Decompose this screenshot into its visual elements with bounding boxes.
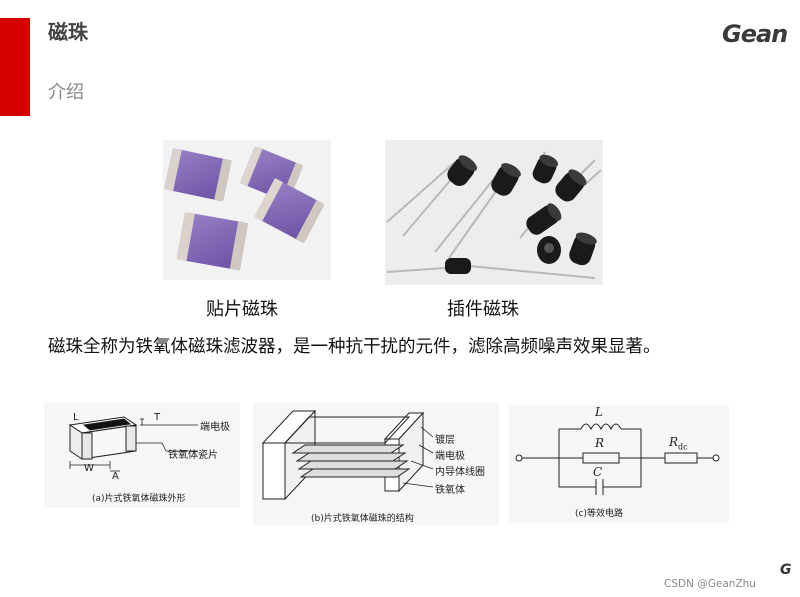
figure-c-equivalent-circuit: L R C Rdc (c)等效电路 bbox=[509, 405, 729, 523]
rdc-main: R bbox=[669, 435, 679, 449]
rdc-subscript: dc bbox=[678, 442, 688, 452]
figure-b-chip-structure: 镀层 端电极 内导体线圈 铁氧体 (b)片式铁氧体磁珠的结构 bbox=[253, 403, 499, 525]
logo-text: Gean bbox=[722, 20, 788, 48]
smd-bead-photo bbox=[163, 140, 331, 280]
dim-T-label: T bbox=[154, 412, 161, 423]
gean-logo: Gean bbox=[722, 20, 790, 50]
figure-c-caption: (c)等效电路 bbox=[575, 509, 623, 519]
through-hole-bead-caption: 插件磁珠 bbox=[447, 299, 519, 320]
capacitor-C-label: C bbox=[593, 465, 603, 479]
smd-bead-caption: 贴片磁珠 bbox=[206, 299, 278, 320]
resistor-R-label: R bbox=[595, 436, 605, 450]
smd-beads-illustration bbox=[164, 146, 325, 271]
figure-a-chip-shape: L T W A 端电极 铁氧体瓷片 (a)片式铁氧体磁珠外形 bbox=[44, 403, 240, 508]
terminal-electrode-label: 端电极 bbox=[200, 422, 230, 433]
inductor-L-label: L bbox=[595, 405, 603, 419]
ferrite-label: 铁氧体 bbox=[435, 485, 465, 496]
plating-label: 镀层 bbox=[435, 435, 455, 446]
through-hole-bead-photo bbox=[385, 140, 603, 285]
through-hole-beads-illustration bbox=[386, 151, 602, 279]
slide-title: 磁珠 bbox=[48, 20, 88, 44]
slide-subtitle: 介绍 bbox=[48, 82, 84, 103]
equivalent-circuit-drawing bbox=[515, 423, 720, 495]
dim-L-label: L bbox=[73, 412, 79, 423]
inner-coil-label: 内导体线圈 bbox=[435, 467, 485, 478]
terminal-electrode-label-b: 端电极 bbox=[435, 451, 465, 462]
dim-A-label: A bbox=[112, 471, 119, 482]
dim-W-label: W bbox=[84, 463, 94, 474]
chip-shape-drawing bbox=[68, 416, 198, 472]
accent-bar bbox=[0, 18, 30, 116]
footer-logo-mark: G bbox=[780, 562, 792, 578]
ferrite-chip-label: 铁氧体瓷片 bbox=[168, 450, 218, 461]
csdn-watermark: CSDN @GeanZhu bbox=[664, 578, 756, 590]
figure-a-caption: (a)片式铁氧体磁珠外形 bbox=[92, 494, 186, 504]
chip-structure-drawing bbox=[261, 409, 434, 501]
rdc-label: Rdc bbox=[669, 435, 688, 451]
figure-b-caption: (b)片式铁氧体磁珠的结构 bbox=[311, 514, 414, 524]
description-text: 磁珠全称为铁氧体磁珠滤波器，是一种抗干扰的元件，滤除高频噪声效果显著。 bbox=[48, 337, 661, 357]
